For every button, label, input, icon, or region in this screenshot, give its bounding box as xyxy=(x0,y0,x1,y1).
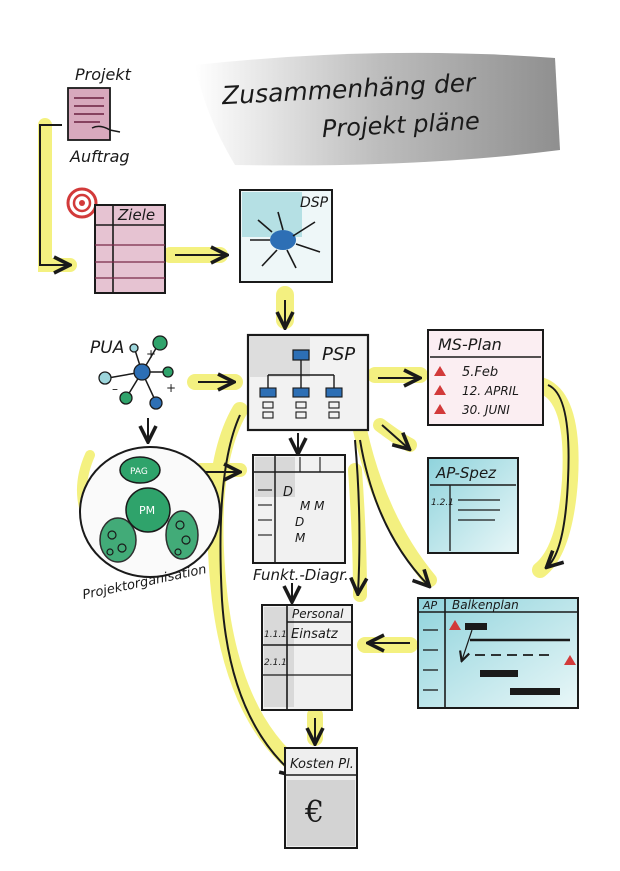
balkenplan-box: AP Balkenplan xyxy=(417,597,579,709)
title-banner: Zusammenhäng der Projekt pläne xyxy=(195,52,560,166)
ap-spez-row-label: 1.2.1 xyxy=(431,498,454,508)
personal-row-2: 2.1.1 xyxy=(264,658,287,668)
svg-text:+: + xyxy=(146,347,156,361)
balken-col1: AP xyxy=(422,599,438,612)
netz-mark-3: D xyxy=(295,515,304,529)
psp-box: PSP xyxy=(246,333,370,432)
svg-text:+: + xyxy=(166,381,176,395)
ziele-label: Ziele xyxy=(117,206,155,224)
target-icon xyxy=(66,187,98,219)
arrow-ms-balken xyxy=(548,384,570,566)
ziele-box: Ziele xyxy=(66,187,166,294)
projektauftrag: Projekt Auftrag xyxy=(67,65,132,166)
netz-mark-4: M xyxy=(295,531,306,545)
auftrag-bottom-label: Auftrag xyxy=(69,147,130,166)
kosten-box: Kosten Pl. € xyxy=(284,747,358,849)
ms-row-1: 5.Feb xyxy=(462,365,498,380)
ms-plan-label: MS-Plan xyxy=(438,335,502,354)
ms-row-2: 12. APRIL xyxy=(462,384,519,398)
arrow-psp-kosten xyxy=(219,414,295,775)
psp-label: PSP xyxy=(322,344,355,365)
ap-spez-label: AP-Spez xyxy=(435,464,497,482)
projektorganisation: PAG PM Projektorganisation xyxy=(79,446,221,603)
kosten-label: Kosten Pl. xyxy=(290,757,354,772)
svg-text:–: – xyxy=(112,382,118,396)
pua-label: PUA xyxy=(90,338,124,358)
org-node-pag: PAG xyxy=(130,467,148,477)
arrow-psp-funkt xyxy=(355,439,359,592)
personal-header: Personal xyxy=(292,607,344,621)
netzplan-box: D M M D M xyxy=(252,454,346,564)
balken-col2: Balkenplan xyxy=(452,598,519,612)
arrow-psp-apspez xyxy=(381,424,408,448)
org-node-pm: PM xyxy=(139,504,155,517)
funkt-label: Funkt.-Diagr. xyxy=(253,566,349,584)
netz-mark-1: D xyxy=(283,485,293,500)
euro-icon: € xyxy=(304,795,324,830)
auftrag-top-label: Projekt xyxy=(75,65,132,84)
personal-row-1: 1.1.1 xyxy=(264,630,287,640)
arrow-auftrag-ziele xyxy=(39,124,68,265)
dsp-box: DSP xyxy=(239,189,333,283)
personal-box: Personal Einsatz 1.1.1 2.1.1 xyxy=(261,604,353,711)
personal-subheader: Einsatz xyxy=(291,627,339,642)
ms-row-3: 30. JUNI xyxy=(462,403,510,417)
ms-plan-box: MS-Plan 5.Feb 12. APRIL 30. JUNI xyxy=(427,329,544,426)
dsp-label: DSP xyxy=(300,195,329,211)
pua-network: PUA + + – xyxy=(90,335,176,410)
ap-spez-box: AP-Spez 1.2.1 xyxy=(427,457,519,554)
netz-mark-2: M M xyxy=(300,499,325,513)
arrow-psp-balken xyxy=(359,439,428,585)
